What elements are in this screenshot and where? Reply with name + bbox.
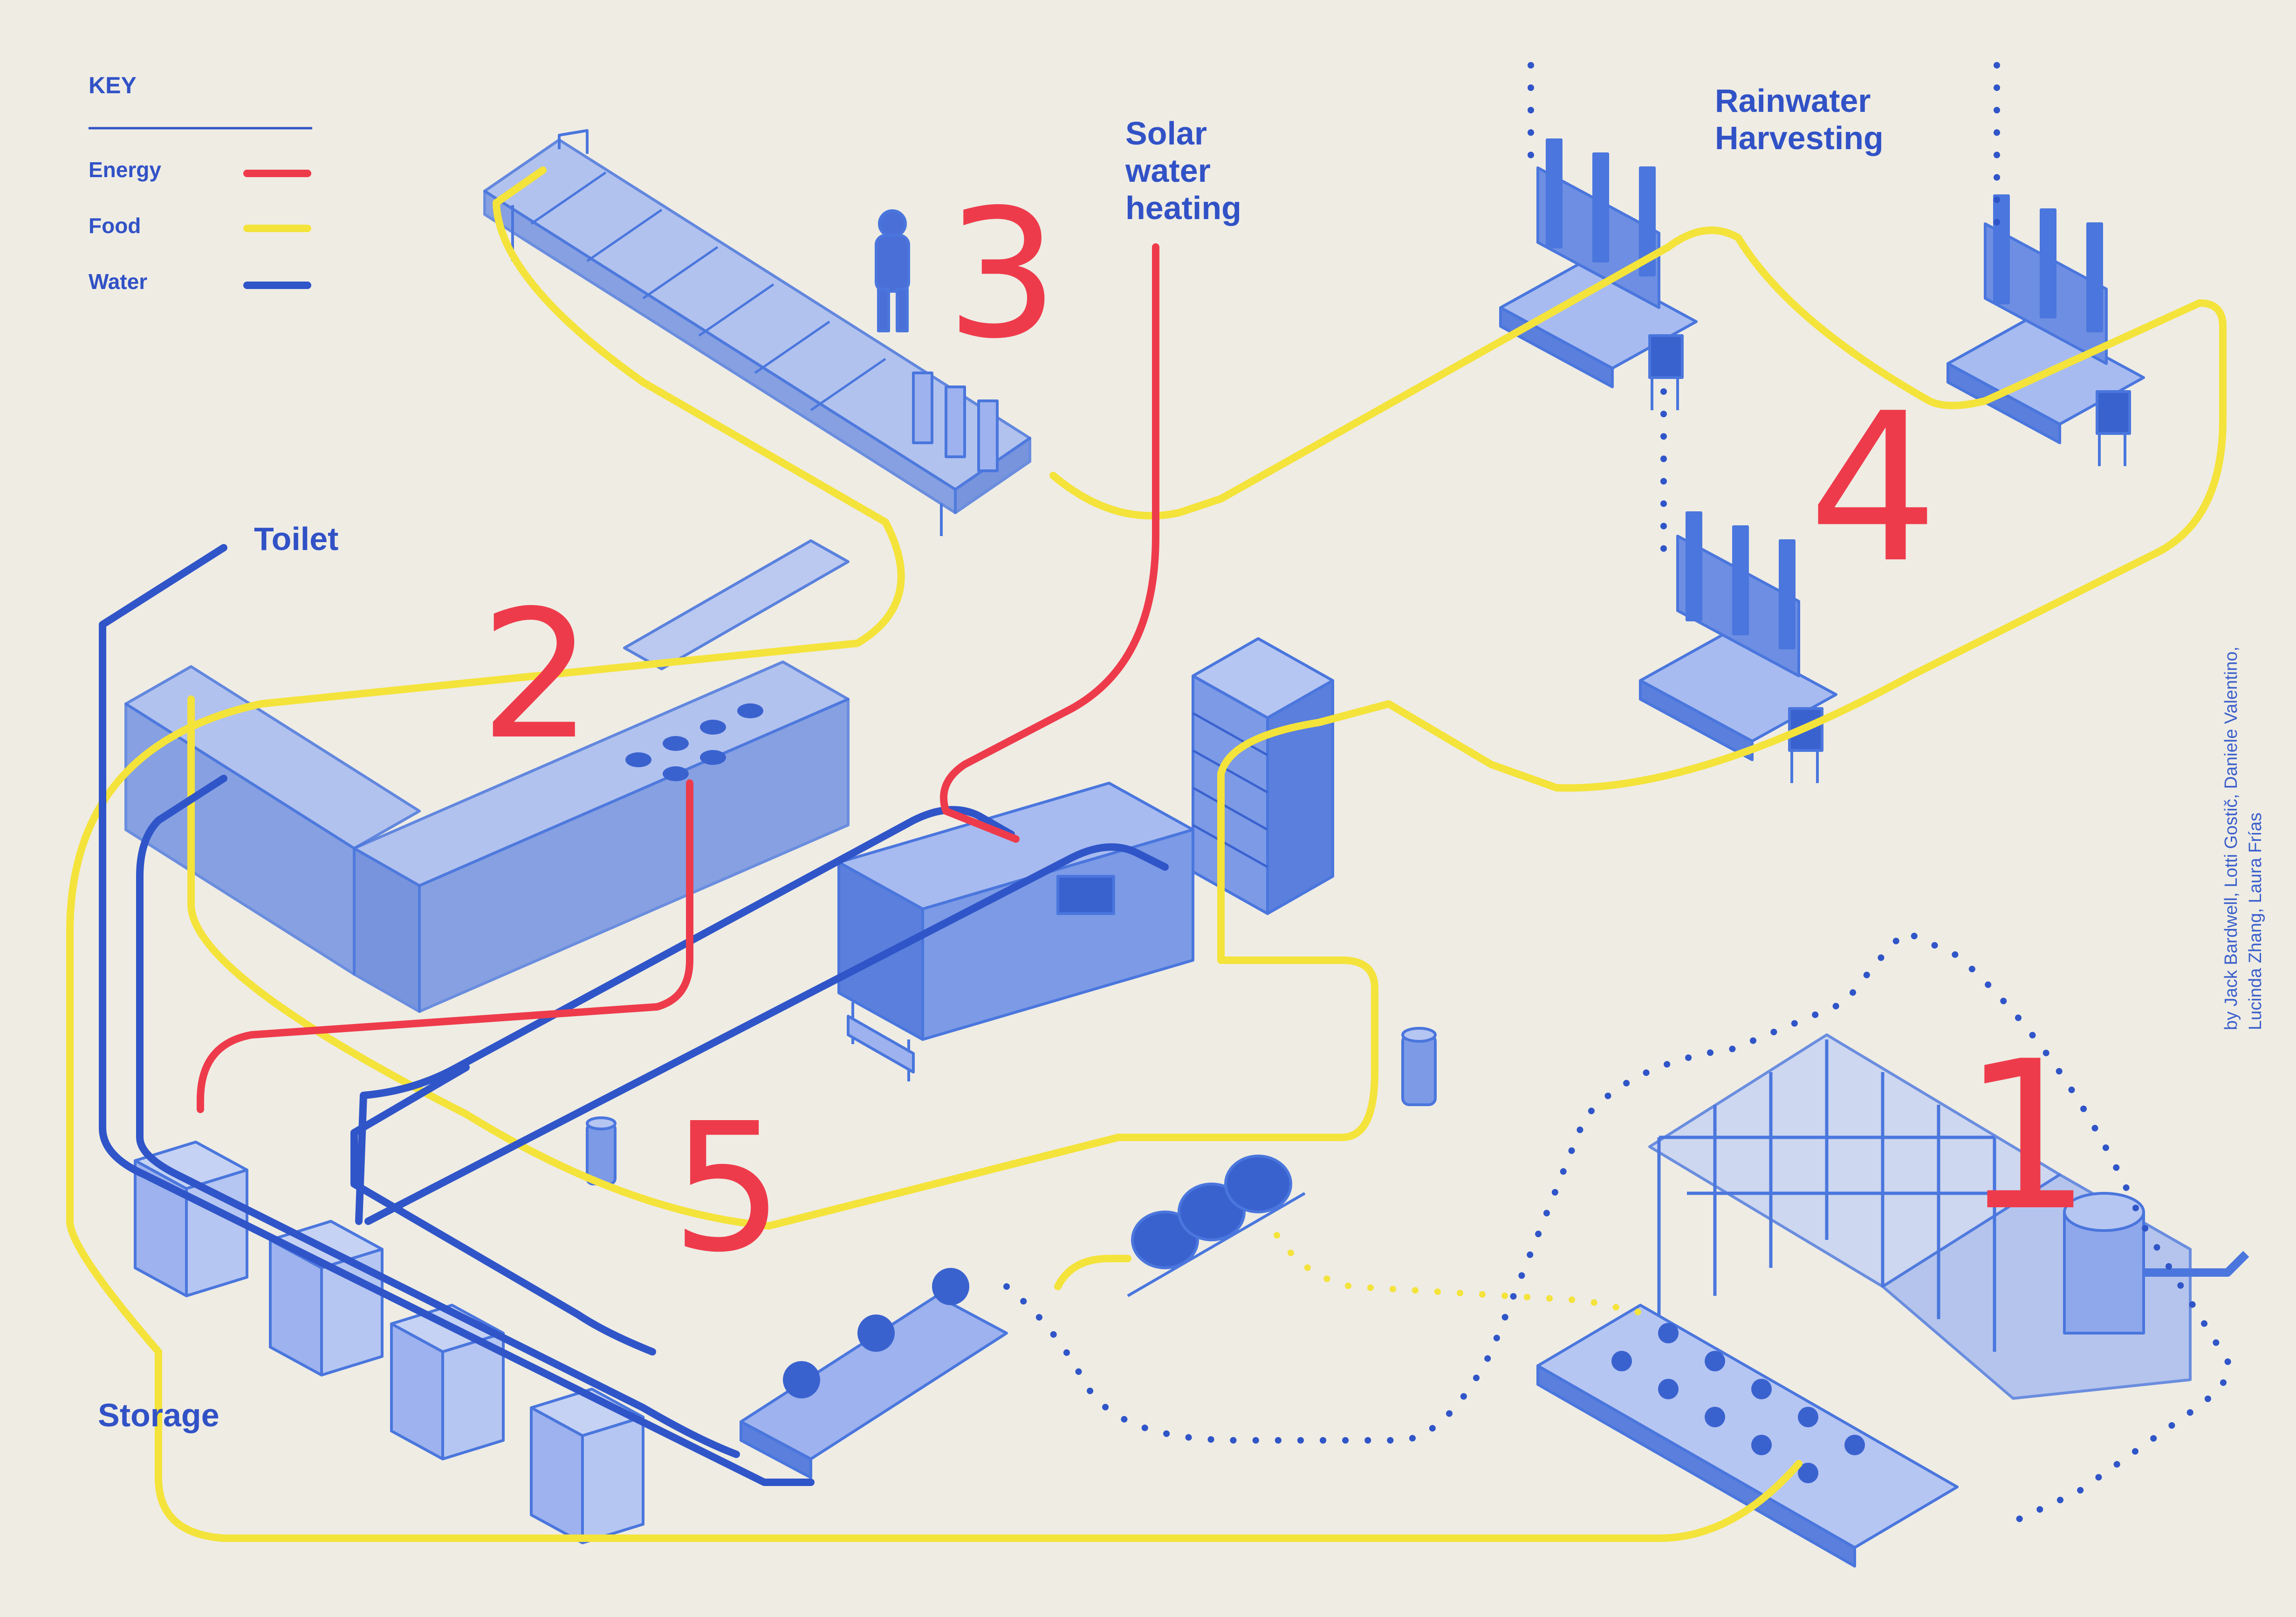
legend-label-energy: Energy <box>89 158 161 182</box>
station-1-tray <box>1536 1304 1959 1568</box>
station-5-machine <box>837 782 1194 1081</box>
small-tank-right <box>1401 1027 1437 1106</box>
label-solar-3: heating <box>1125 190 1241 226</box>
legend-title: KEY <box>89 72 137 98</box>
legend-label-food: Food <box>89 213 141 238</box>
credits-line-1: by Jack Bardwell, Lotti Gostič, Daniele … <box>2221 647 2241 1030</box>
legend-label-water: Water <box>89 269 147 294</box>
dotted-water-flow <box>1003 62 2233 1523</box>
label-storage: Storage <box>98 1397 219 1433</box>
legend-item-water: Water <box>89 269 311 294</box>
legend: KEY Energy Food Water <box>89 72 312 294</box>
dotted-food-flow <box>1274 1232 1653 1318</box>
station-4-planter-a <box>1499 138 1698 410</box>
station-number-4: 4 <box>1808 369 1939 608</box>
credits-line-2: Lucinda Zhang, Laura Frías <box>2246 812 2265 1030</box>
station-4-planter-b <box>1946 194 2145 466</box>
shelving-rack <box>1192 637 1334 915</box>
solar-tubes <box>1127 1155 1306 1297</box>
label-rain-2: Harvesting <box>1715 120 1884 156</box>
station-2-counter <box>124 539 850 1013</box>
station-3-counter <box>483 129 1031 536</box>
legend-item-energy: Energy <box>89 158 311 182</box>
planter-boxes <box>740 1268 1008 1479</box>
energy-lines <box>197 243 1159 1113</box>
label-solar-2: water <box>1125 152 1211 189</box>
label-toilet: Toilet <box>254 521 338 557</box>
legend-item-food: Food <box>89 213 311 238</box>
label-rain-1: Rainwater <box>1715 83 1871 119</box>
food-lines <box>66 166 2227 1542</box>
station-1-tank <box>2063 1192 2249 1335</box>
area-labels: Solar water heating Rainwater Harvesting… <box>98 83 1884 1433</box>
station-number-2: 2 <box>480 572 593 778</box>
storage-containers <box>134 1141 644 1544</box>
label-solar-1: Solar <box>1125 115 1207 151</box>
station-number-3: 3 <box>946 171 1059 378</box>
equipment-layer <box>124 129 2249 1568</box>
station-numbers: 3 2 4 5 1 <box>480 171 2092 1291</box>
person-figure <box>875 209 910 332</box>
credits: by Jack Bardwell, Lotti Gostič, Daniele … <box>2221 647 2265 1030</box>
station-number-5: 5 <box>671 1085 784 1291</box>
water-lines <box>99 544 1169 1486</box>
station-number-1: 1 <box>1962 1017 2092 1256</box>
station-4-planter-c <box>1639 511 1837 783</box>
small-barrel <box>586 1116 617 1185</box>
